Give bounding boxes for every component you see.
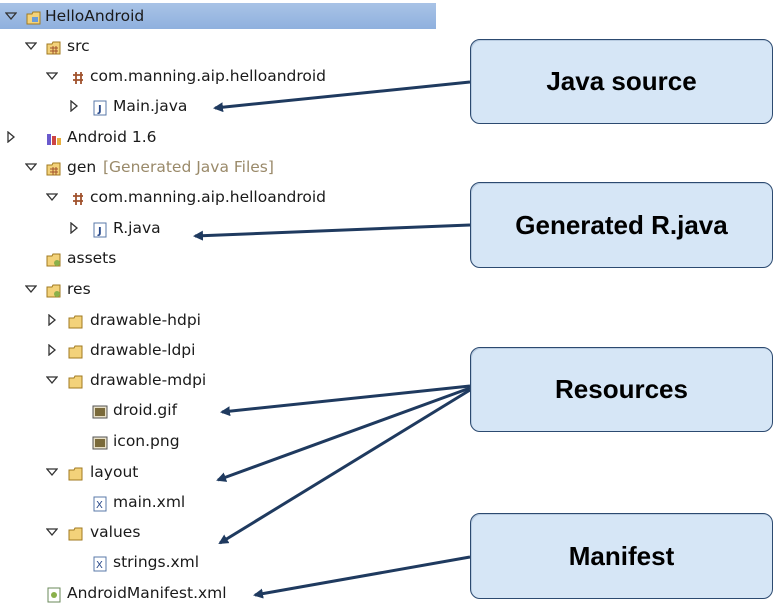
callout-resources: Resources [470,347,773,432]
expand-toggle-icon[interactable] [45,337,59,363]
arrow-manifest [253,555,471,599]
callout-generated-r: Generated R.java [470,182,773,268]
tree-item-label: Android 1.6 [67,128,157,146]
folder-icon [46,281,62,298]
tree-item-project[interactable]: HelloAndroid [0,3,436,29]
tree-item-label: AndroidManifest.xml [67,584,227,602]
package-icon [70,189,86,205]
callout-java-source: Java source [470,39,773,124]
arrow-java-source [213,80,471,113]
tree-item-label: Main.java [113,97,188,115]
folder-icon [68,464,84,481]
expand-toggle-icon[interactable] [45,367,59,393]
tree-item-label: values [90,523,141,541]
tree-item-label: HelloAndroid [45,7,145,25]
project-explorer-tree: HelloAndroid src com.manning.aip.helloan… [0,3,436,603]
arrow-resources-layout [216,386,471,482]
svg-text:X: X [96,500,103,511]
expand-toggle-icon[interactable] [67,215,81,241]
android-project-icon [26,8,42,25]
expand-toggle-icon[interactable] [45,307,59,333]
tree-item-label: drawable-ldpi [90,341,196,359]
callout-manifest: Manifest [470,513,773,599]
image-file-icon [92,433,108,450]
java-file-icon: J [92,220,108,238]
callout-label: Generated R.java [515,209,728,240]
tree-item-label: src [67,37,90,55]
callout-label: Java source [546,66,697,96]
arrow-resources-droid [220,384,471,417]
arrow-generated-r [193,223,471,241]
manifest-file-icon [46,585,62,603]
image-file-icon [92,402,108,419]
tree-item-label: res [67,280,91,298]
callout-label: Resources [555,374,688,404]
expand-toggle-icon[interactable] [45,184,59,210]
tree-item-label: com.manning.aip.helloandroid [90,67,327,85]
library-icon [46,129,62,145]
expand-toggle-icon[interactable] [45,63,59,89]
source-folder-icon [46,38,62,55]
expand-toggle-icon[interactable] [24,33,38,59]
svg-text:J: J [97,226,102,237]
folder-icon [46,250,62,267]
expand-toggle-icon[interactable] [4,3,18,29]
tree-item-label: main.xml [113,493,186,511]
expand-toggle-icon[interactable] [67,93,81,119]
tree-item-label: strings.xml [113,553,200,571]
java-file-icon: J [92,98,108,116]
tree-item-label: droid.gif [113,401,178,419]
tree-item-label: drawable-hdpi [90,311,201,329]
tree-item-label: R.java [113,219,161,237]
folder-icon [68,342,84,359]
callout-label: Manifest [568,540,675,571]
expand-toggle-icon[interactable] [45,519,59,545]
tree-item-label: icon.png [113,432,180,450]
svg-text:X: X [96,560,103,571]
source-folder-icon [46,159,62,176]
expand-toggle-icon[interactable] [4,124,18,150]
generated-files-note: [Generated Java Files] [103,158,274,176]
package-icon [70,68,86,84]
xml-file-icon: X [92,554,108,572]
expand-toggle-icon[interactable] [24,276,38,302]
tree-item-label: drawable-mdpi [90,371,207,389]
svg-text:J: J [97,104,102,115]
expand-toggle-icon[interactable] [24,154,38,180]
folder-icon [68,524,84,541]
folder-icon [68,372,84,389]
arrow-resources-values [218,388,471,545]
tree-item-label: gen [67,158,97,176]
tree-item-label: com.manning.aip.helloandroid [90,188,327,206]
tree-item-label: assets [67,249,117,267]
xml-file-icon: X [92,494,108,512]
expand-toggle-icon[interactable] [45,459,59,485]
tree-item-label: layout [90,463,139,481]
folder-icon [68,312,84,329]
